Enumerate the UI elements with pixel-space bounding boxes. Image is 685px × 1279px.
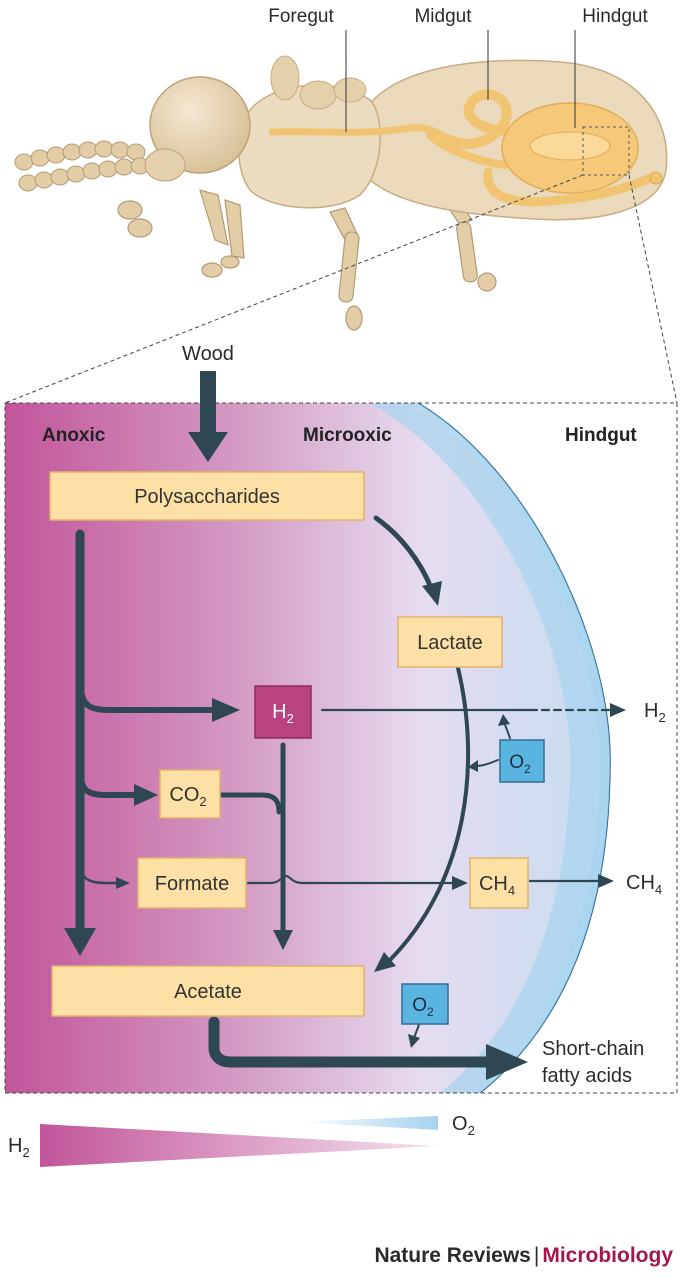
svg-text:CO2: CO2 xyxy=(169,784,206,809)
wood-arrow xyxy=(188,371,228,462)
output-ch4: CH4 xyxy=(626,872,662,897)
antenna xyxy=(14,140,150,192)
o2-gradient-wedge xyxy=(296,1116,438,1130)
flow-arrows xyxy=(64,515,626,1080)
svg-text:Lactate: Lactate xyxy=(417,632,483,654)
footer-journal: Microbiology xyxy=(542,1244,673,1267)
gradient-legend: O2 H2 xyxy=(8,1113,475,1167)
node-o2-upper: O2 xyxy=(499,739,545,783)
hindgut-wall xyxy=(418,403,677,1093)
footer-publisher: Nature Reviews xyxy=(374,1244,531,1267)
svg-text:Formate: Formate xyxy=(155,873,229,895)
node-ch4: CH4 xyxy=(469,857,529,909)
termite-gut-diagram: Foregut Midgut Hindgut Anoxic Microoxic … xyxy=(4,6,678,1167)
label-foregut: Foregut xyxy=(268,6,334,27)
svg-text:O2: O2 xyxy=(412,995,434,1019)
node-co2: CO2 xyxy=(159,769,221,819)
h2-gradient-wedge xyxy=(40,1124,438,1167)
node-h2: H2 xyxy=(254,685,312,739)
node-acetate: Acetate xyxy=(51,965,365,1017)
termite-illustration xyxy=(14,55,668,331)
svg-text:CH4: CH4 xyxy=(479,873,515,898)
input-wood: Wood xyxy=(182,343,234,365)
output-scfa-line2: fatty acids xyxy=(542,1065,632,1087)
legs xyxy=(117,189,497,331)
o2-gradient-label: O2 xyxy=(452,1113,475,1138)
output-scfa-line1: Short-chain xyxy=(542,1038,644,1060)
foregut-tube xyxy=(268,124,454,144)
output-h2: H2 xyxy=(644,700,666,725)
footer-separator: | xyxy=(533,1244,540,1267)
metabolism-panel: Anoxic Microoxic Hindgut Wood xyxy=(4,343,678,1094)
h2-gradient-label: H2 xyxy=(8,1135,30,1160)
node-formate: Formate xyxy=(137,857,247,909)
svg-text:Polysaccharides: Polysaccharides xyxy=(134,486,280,508)
svg-text:Acetate: Acetate xyxy=(174,981,242,1003)
zone-microoxic: Microoxic xyxy=(303,425,392,446)
node-o2-lower: O2 xyxy=(401,983,449,1025)
node-lactate: Lactate xyxy=(397,616,503,668)
zone-hindgut: Hindgut xyxy=(565,425,637,446)
node-polysaccharides: Polysaccharides xyxy=(49,471,365,521)
head xyxy=(149,76,251,174)
label-hindgut: Hindgut xyxy=(582,6,648,27)
zone-anoxic: Anoxic xyxy=(42,425,106,446)
zoom-region xyxy=(582,126,630,176)
midgut-tube xyxy=(445,89,525,149)
svg-text:O2: O2 xyxy=(509,752,531,776)
gut xyxy=(268,89,663,207)
label-midgut: Midgut xyxy=(414,6,472,27)
svg-text:H2: H2 xyxy=(272,701,294,726)
publisher-footer: Nature Reviews|Microbiology xyxy=(374,1244,673,1268)
